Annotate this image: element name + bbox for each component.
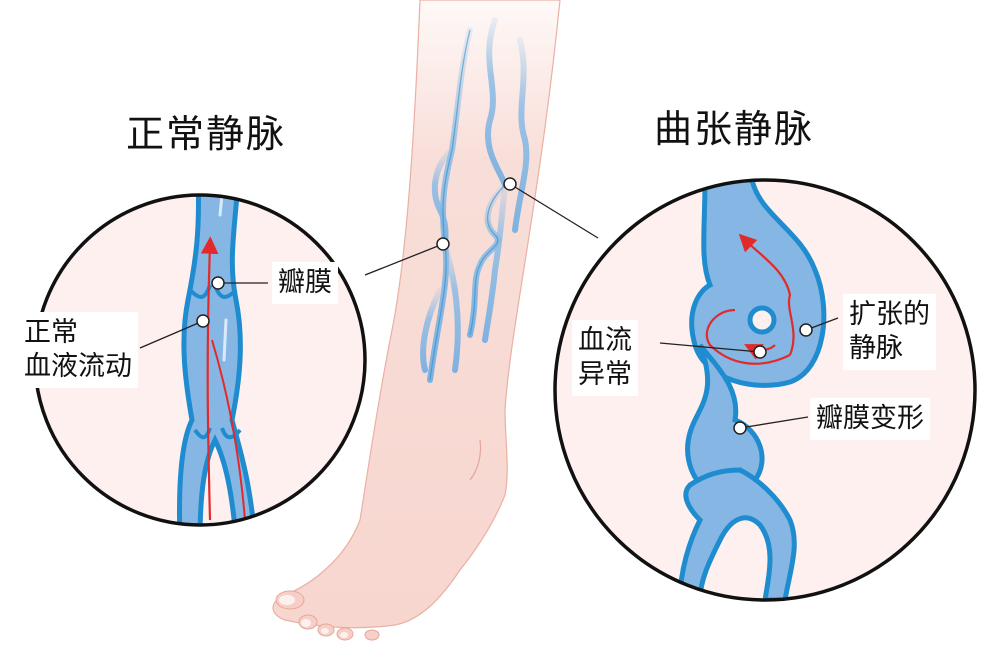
normal-flow-label: 正常 血液流动	[18, 312, 138, 388]
abnormal-flow-marker	[753, 345, 767, 359]
valve-marker	[211, 276, 225, 290]
normal-flow-line2: 血液流动	[24, 350, 132, 382]
leader-lines	[364, 183, 599, 276]
dilated-vein-label: 扩张的 静脉	[843, 294, 936, 370]
abnormal-flow-line1: 血流	[578, 325, 632, 356]
dilated-vein-line1: 扩张的	[849, 299, 930, 330]
abnormal-flow-line2: 异常	[578, 358, 632, 390]
varicose-vein-circle	[553, 178, 977, 602]
title-varicose-vein: 曲张静脉	[640, 100, 829, 160]
normal-flow-marker	[196, 314, 210, 328]
title-normal-vein: 正常静脉	[112, 105, 301, 165]
normal-flow-line1: 正常	[24, 317, 78, 348]
leg-marker-normal	[436, 237, 450, 251]
leg-marker-varicose	[503, 177, 517, 191]
abnormal-flow-label: 血流 异常	[572, 320, 638, 396]
deformed-valve-label: 瓣膜变形	[810, 398, 930, 440]
deformed-valve-marker	[733, 421, 747, 435]
leg-illustration	[272, 0, 561, 641]
dilated-vein-line2: 静脉	[849, 332, 903, 364]
dilated-vein-marker	[799, 323, 813, 337]
valve-label: 瓣膜	[272, 262, 338, 304]
